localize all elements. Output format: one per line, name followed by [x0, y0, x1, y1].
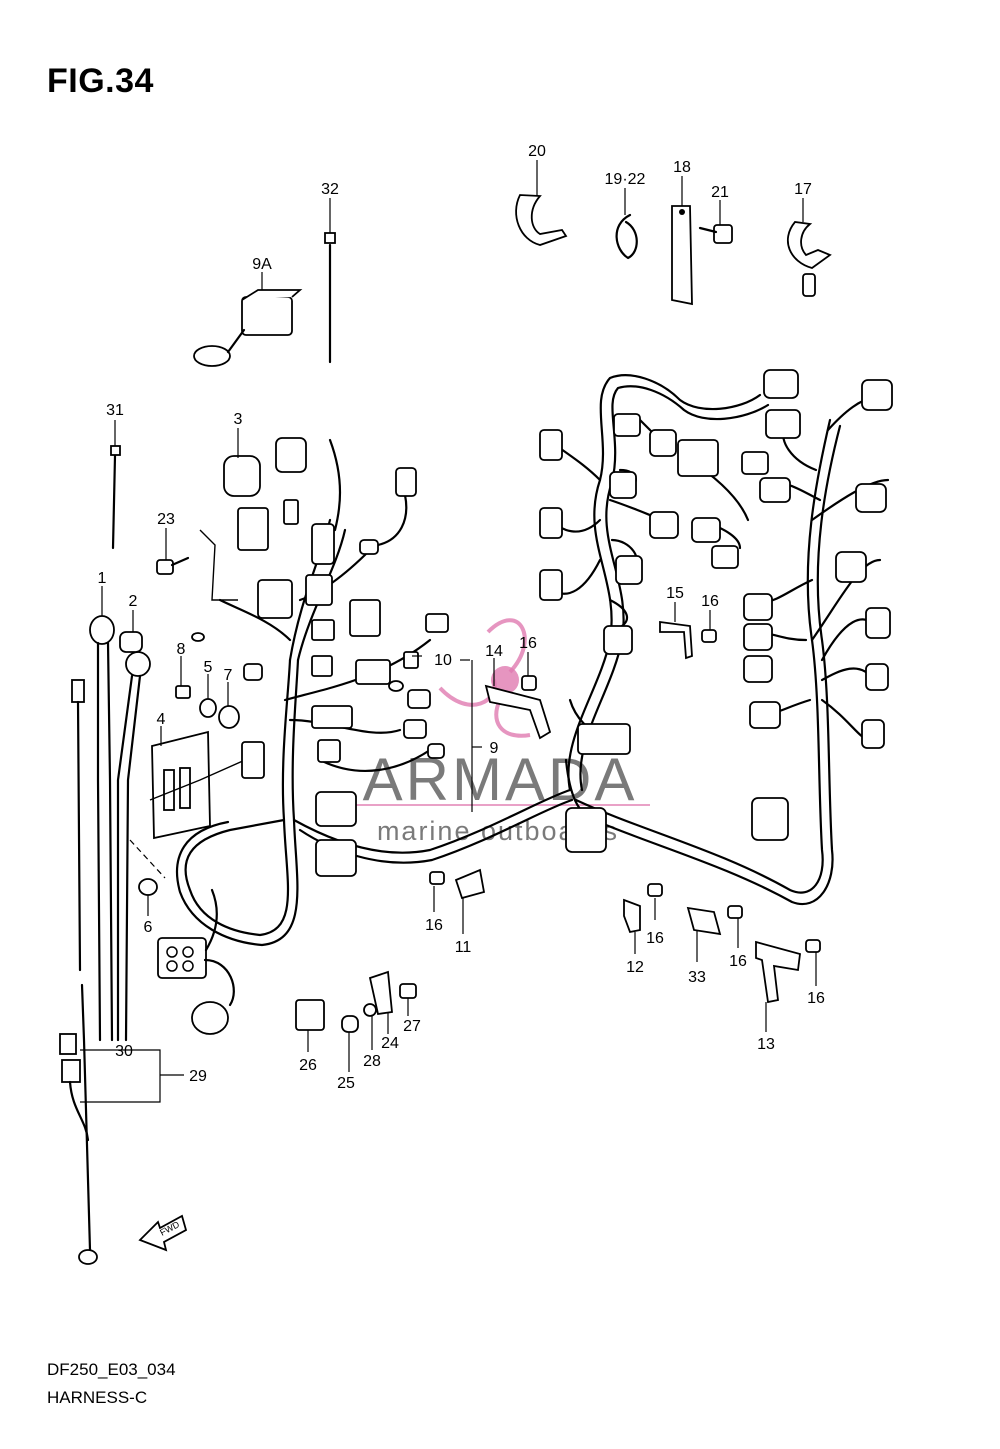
part-bolt-16-a	[521, 675, 537, 691]
part-bracket-11	[454, 868, 486, 900]
callout-23: 23	[157, 511, 175, 528]
part-collar-5	[199, 698, 217, 718]
callout-30: 30	[115, 1043, 133, 1060]
watermark-brand: ARMADA	[363, 746, 638, 813]
callout-33: 33	[688, 969, 706, 986]
part-cap-26	[295, 999, 325, 1031]
footer-diagram-name: HARNESS-C	[47, 1388, 148, 1407]
part-cap-9a	[193, 289, 303, 367]
harness-left-connectors	[191, 437, 449, 877]
part-screw-8	[175, 685, 191, 699]
part-lead-30	[71, 679, 98, 1265]
part-bolt-27	[399, 983, 417, 999]
callout-19-22: 19·22	[605, 171, 646, 188]
part-bolt-16-e	[727, 905, 743, 919]
part-bolt-21	[698, 224, 733, 244]
callout-16-b: 16	[701, 593, 719, 610]
callout-17: 17	[794, 181, 812, 198]
callout-21: 21	[711, 184, 729, 201]
figure-title: FIG.34	[47, 62, 154, 100]
callout-31: 31	[106, 402, 124, 419]
callout-18: 18	[673, 159, 691, 176]
part-clamp-20	[515, 194, 568, 246]
part-bracket-12	[623, 898, 641, 934]
footer-diagram-code: DF250_E03_034	[47, 1360, 176, 1379]
harness-right-connectors	[539, 369, 893, 853]
part-bolt-16-c	[429, 871, 445, 885]
part-cable-tie-32	[324, 232, 336, 364]
callout-24: 24	[381, 1035, 399, 1052]
part-bracket-33	[686, 906, 722, 936]
part-collar-25	[341, 1015, 359, 1033]
callout-16-d: 16	[646, 930, 664, 947]
part-bolt-16-b	[701, 629, 717, 643]
part-battery-cable-1	[89, 615, 115, 1042]
part-bolt-16-d	[647, 883, 663, 897]
part-cable-tie-31	[110, 445, 121, 550]
callout-labels: 1 2 3 4 5 6 7 8 9 9A 10 11 12 13 14 15 1…	[98, 143, 825, 1092]
callout-9: 9	[490, 740, 499, 757]
callout-16-a: 16	[519, 635, 537, 652]
part-bracket-14	[484, 684, 552, 740]
part-nut-28	[363, 1003, 377, 1017]
part-grommet-7	[218, 705, 240, 729]
callout-20: 20	[528, 143, 546, 160]
callout-9a: 9A	[252, 256, 272, 273]
part-ecm-bracket-4	[129, 730, 211, 879]
part-grommet-6	[138, 878, 158, 896]
callout-25: 25	[337, 1075, 355, 1092]
callout-32: 32	[321, 181, 339, 198]
callout-27: 27	[403, 1018, 421, 1035]
callout-10: 10	[434, 652, 452, 669]
callout-4: 4	[157, 711, 166, 728]
callout-7: 7	[224, 667, 233, 684]
callout-3: 3	[234, 411, 243, 428]
callout-15: 15	[666, 585, 684, 602]
callout-2: 2	[129, 593, 138, 610]
callout-16-c: 16	[425, 917, 443, 934]
part-connector-block-lower-left	[157, 888, 235, 1035]
callout-28: 28	[363, 1053, 381, 1070]
leader-lines	[80, 160, 817, 1103]
fwd-arrow-icon: FWD	[138, 1214, 188, 1252]
callout-12: 12	[626, 959, 644, 976]
part-bracket-15	[659, 620, 693, 660]
part-bracket-24	[368, 970, 393, 1016]
callout-16-f: 16	[807, 990, 825, 1007]
callout-14: 14	[485, 643, 503, 660]
callout-11: 11	[455, 939, 472, 956]
callout-16-e: 16	[729, 953, 747, 970]
callout-5: 5	[204, 659, 213, 676]
part-ring-cap-2	[119, 631, 143, 653]
part-battery-cable-black	[116, 651, 151, 1042]
part-fuse-29	[59, 1033, 90, 1142]
part-bracket-13	[755, 940, 801, 1004]
callout-29: 29	[189, 1068, 207, 1085]
callout-8: 8	[177, 641, 186, 658]
part-bracket-18	[671, 205, 693, 306]
callout-1: 1	[98, 570, 107, 587]
part-clamp-17	[786, 221, 832, 297]
part-bolt-23	[156, 529, 238, 601]
callout-13: 13	[757, 1036, 775, 1053]
part-bolt-16-f	[805, 939, 821, 953]
part-clip-19-22	[615, 213, 638, 260]
callout-6: 6	[144, 919, 153, 936]
callout-26: 26	[299, 1057, 317, 1074]
